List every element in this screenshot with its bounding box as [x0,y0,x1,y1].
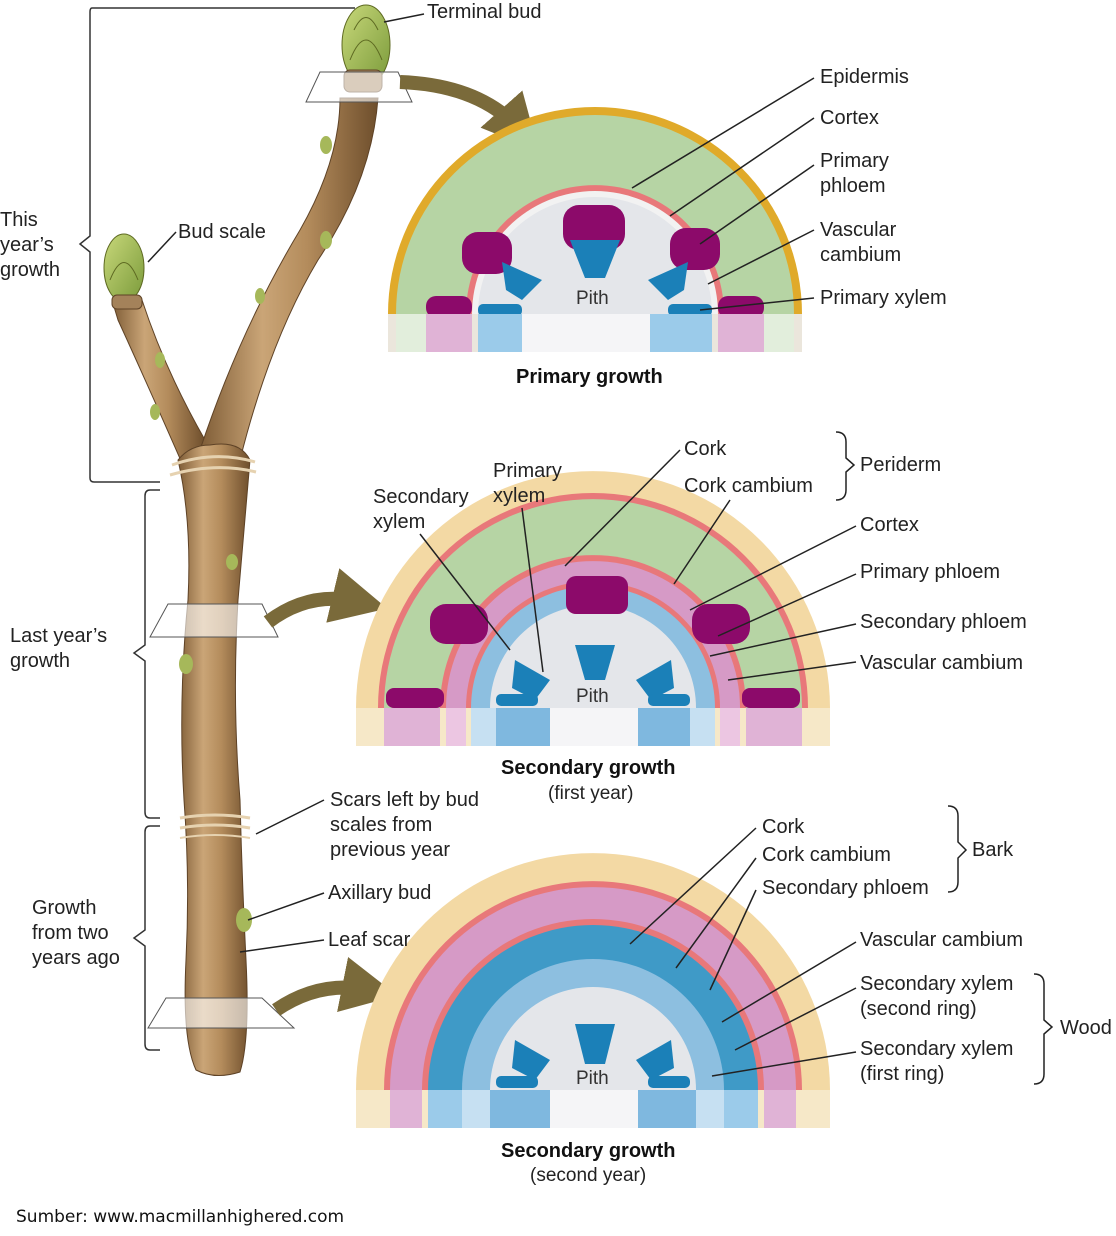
arrow-to-primary [399,75,539,151]
growth-two-years-label: Growth from two years ago [32,896,120,971]
cortex-label: Cortex [820,107,879,129]
secondary2-cross-section [356,853,830,1128]
axillary-bud-label: Axillary bud [328,882,432,904]
s1-cork-label: Cork [684,438,727,460]
s1-cork-cambium-label: Cork cambium [684,475,813,497]
s1-periderm-label: Periderm [860,454,942,476]
s2-secondary-xylem-second-label: Secondary xylem (second ring) [860,972,1013,1022]
vascular-cambium-line-1: Vascular [820,219,897,241]
s2-secondary-xylem-first-line-2: (first ring) [860,1063,945,1085]
s2-subtitle: (second year) [530,1165,647,1186]
vascular-cambium-line-2: cambium [820,244,902,266]
growth-two-years-line-2: from two [32,922,109,944]
s2-wood-label: Wood [1060,1017,1112,1039]
this-years-growth-line-2: year’s [0,234,54,256]
s1-subtitle: (first year) [548,783,634,804]
primary-cross-section [388,107,802,352]
bracket-this-year [78,7,355,483]
this-years-growth-label: This year’s growth [0,208,60,283]
primary-pith-label: Pith [576,288,609,309]
s1-vascular-cambium-label: Vascular cambium [860,652,1024,674]
s2-bark-label: Bark [972,839,1014,861]
s2-secondary-xylem-second-line-2: (second ring) [860,998,977,1020]
arrow-to-secondary2 [272,957,398,1016]
s1-primary-xylem-line-2: xylem [493,485,546,507]
leaf-scar-label: Leaf scar [328,929,411,951]
lateral-bud-shape [103,233,145,310]
scars-line-1: Scars left by bud [330,789,479,811]
s2-secondary-xylem-first-label: Secondary xylem (first ring) [860,1037,1013,1087]
s1-primary-xylem-line-1: Primary [493,460,562,482]
s2-secondary-phloem-label: Secondary phloem [762,877,929,899]
s2-cork-label: Cork [762,816,805,838]
s2-title: Secondary growth [501,1140,676,1162]
s2-cork-cambium-label: Cork cambium [762,844,891,866]
s2-vascular-cambium-label: Vascular cambium [860,929,1024,951]
last-years-growth-line-1: Last year’s [10,625,108,647]
primary-phloem-label: Primary phloem [820,149,889,199]
source-caption: Sumber: www.macmillanhighered.com [16,1207,345,1227]
epidermis-label: Epidermis [820,66,909,88]
s1-secondary-xylem-line-1: Secondary [373,486,469,508]
s1-pith-label: Pith [576,686,609,707]
s1-primary-phloem-label: Primary phloem [860,561,1001,583]
scars-label: Scars left by bud scales from previous y… [330,788,479,863]
last-years-growth-line-2: growth [10,650,71,672]
s2-secondary-xylem-first-line-1: Secondary xylem [860,1038,1014,1060]
s1-secondary-xylem-label: Secondary xylem [373,485,469,535]
bracket-two-years [132,825,160,1051]
primary-xylem-label: Primary xylem [820,287,947,309]
leader-lines [147,13,1054,1085]
terminal-bud-label: Terminal bud [427,1,542,23]
bracket-last-year [132,489,160,819]
arrow-to-secondary1 [263,568,388,628]
primary-title: Primary growth [516,366,663,388]
s2-secondary-xylem-second-line-1: Secondary xylem [860,973,1014,995]
scars-line-2: scales from [330,814,433,836]
vascular-cambium-label: Vascular cambium [820,218,901,268]
s1-secondary-phloem-label: Secondary phloem [860,611,1027,633]
s2-pith-label: Pith [576,1068,609,1089]
s1-cortex-label: Cortex [860,514,919,536]
twig [103,4,413,1076]
s1-secondary-xylem-line-2: xylem [373,511,426,533]
this-years-growth-line-1: This [0,209,38,231]
bud-scale-label: Bud scale [178,221,266,243]
secondary1-cross-section [356,471,830,746]
s1-primary-xylem-label: Primary xylem [493,459,562,509]
growth-two-years-line-3: years ago [32,947,120,969]
last-years-growth-label: Last year’s growth [10,624,107,674]
primary-phloem-line-2: phloem [820,175,886,197]
this-years-growth-line-3: growth [0,259,61,281]
scars-line-3: previous year [330,839,451,861]
primary-phloem-line-1: Primary [820,150,889,172]
s1-title: Secondary growth [501,757,676,779]
growth-two-years-line-1: Growth [32,897,97,919]
